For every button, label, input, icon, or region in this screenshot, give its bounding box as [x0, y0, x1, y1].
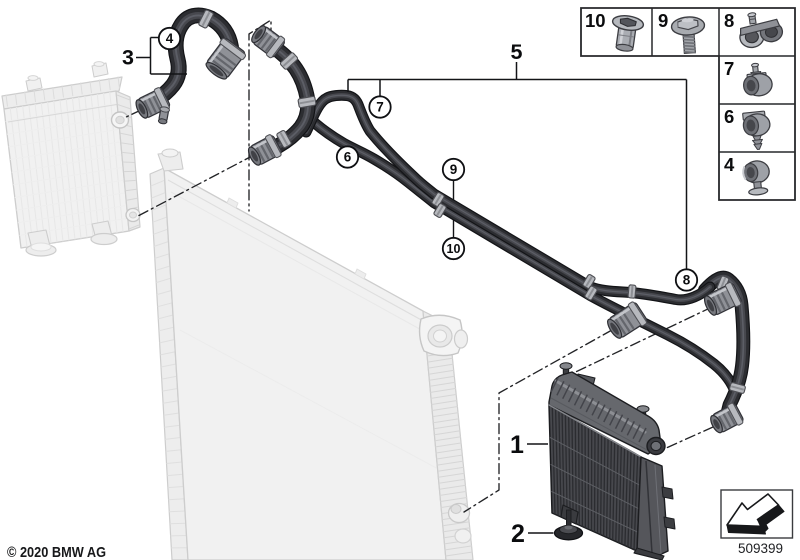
- ghost-aux-radiator: [1, 61, 141, 257]
- hose-connector-3a: [205, 37, 247, 80]
- leader-lines-dashed: [123, 19, 714, 513]
- clamp-band: [582, 274, 596, 289]
- pipe-clamp-expander-icon: [742, 110, 771, 150]
- clamp-band: [627, 284, 637, 299]
- legend-number-7: 7: [724, 58, 734, 79]
- hose-connector-5a: [251, 25, 286, 59]
- hose-connector-5b: [247, 134, 282, 166]
- clamp-band: [198, 9, 214, 29]
- blind-rivet-nut-icon: [611, 15, 645, 52]
- callout-number-10: 10: [447, 242, 461, 256]
- part-label-3: 3: [122, 46, 134, 70]
- hose-clamp-icon: [742, 160, 770, 196]
- hose-assembly: [135, 7, 751, 434]
- callout-circle-10[interactable]: [441, 236, 466, 261]
- callout-number-7: 7: [376, 100, 384, 115]
- callout-9[interactable]: 9: [441, 157, 466, 182]
- part-label-5: 5: [511, 40, 523, 64]
- callout-6[interactable]: 6: [335, 145, 360, 169]
- direction-of-travel: [720, 489, 794, 539]
- callout-8[interactable]: 8: [674, 268, 699, 292]
- leader-hose-to-radiator-port: [663, 426, 714, 450]
- pipe-clamp-icon: [743, 62, 773, 97]
- part-label-1: 1: [510, 431, 524, 459]
- figure-number: 509399: [738, 541, 783, 556]
- leader-elbow-to-radiator-inlet: [562, 306, 713, 379]
- callout-number-9: 9: [450, 162, 458, 177]
- part-label-2: 2: [511, 520, 525, 548]
- legend-table: 10 9 8 7 6 4: [580, 7, 796, 201]
- callout-number-8: 8: [683, 273, 691, 288]
- callout-number-6: 6: [344, 150, 352, 165]
- leader-hose5-to-main-port: [248, 19, 272, 212]
- callout-10[interactable]: 10: [441, 236, 466, 261]
- legend-number-10: 10: [585, 10, 606, 31]
- clamp-band: [431, 192, 445, 207]
- callouts: 4 7 6 9 10 8: [157, 26, 699, 292]
- legend-number-6: 6: [724, 106, 734, 127]
- legend-number-9: 9: [658, 10, 668, 31]
- clamp-band: [433, 203, 447, 218]
- hose-nipple: [157, 106, 170, 125]
- clamp-band: [729, 382, 746, 394]
- rubber-grommet: [553, 509, 584, 541]
- callout-circle-4[interactable]: [157, 26, 182, 51]
- legend-number-8: 8: [724, 10, 734, 31]
- callout-circle-8[interactable]: [674, 268, 699, 292]
- leader-hose5-to-aux-port: [137, 154, 255, 217]
- callout-circle-9[interactable]: [441, 157, 466, 182]
- copyright-text: © 2020 BMW AG: [7, 544, 106, 560]
- callout-7[interactable]: 7: [368, 95, 392, 119]
- coolant-pipe-upper: [300, 89, 716, 306]
- quick-connector-upper-right: [703, 281, 742, 316]
- part-labels: 3 5 1 2: [122, 40, 525, 548]
- callout-4[interactable]: 4: [157, 26, 182, 51]
- callout-circle-6[interactable]: [335, 145, 360, 169]
- leader-lines-solid: [136, 36, 688, 534]
- clamp-band: [584, 285, 598, 301]
- leader-tee-to-main-port: [463, 329, 613, 513]
- hex-flange-bolt-icon: [670, 16, 706, 54]
- callout-circle-7[interactable]: [368, 95, 392, 119]
- clamp-band: [297, 95, 317, 109]
- legend-number-4: 4: [724, 154, 735, 175]
- tee-connector: [607, 301, 648, 339]
- ghost-main-radiator: [149, 148, 474, 560]
- quick-connector-lower-right: [710, 402, 744, 434]
- clamp-band: [279, 52, 299, 70]
- double-pipe-clamp-icon: [739, 12, 784, 49]
- callout-number-4: 4: [166, 31, 174, 46]
- clamp-band: [276, 129, 292, 149]
